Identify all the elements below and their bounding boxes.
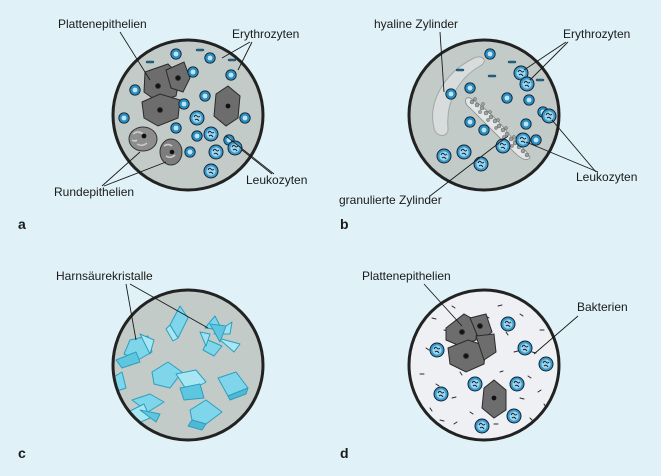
uric-acid-crystals (113, 305, 249, 431)
panel-b-rim (407, 38, 561, 192)
panel-d-rim (407, 288, 561, 442)
panel-c: Harnsäurekristalle c (18, 269, 265, 461)
label-leukocytes-b: Leukozyten (576, 170, 637, 184)
panel-d: Plattenepithelien Bakterien d (340, 269, 628, 461)
panel-letter-d: d (340, 445, 349, 461)
panel-letter-c: c (18, 445, 26, 461)
label-granular-cast: granulierte Zylinder (339, 193, 442, 207)
panel-a-rim (111, 38, 265, 192)
round-epithelium (159, 138, 183, 166)
panel-d-leaders (423, 283, 579, 355)
label-erythrocytes: Erythrozyten (232, 27, 299, 41)
label-erythrocytes-b: Erythrozyten (563, 27, 630, 41)
panel-a-leaders (101, 31, 275, 187)
label-uric-acid: Harnsäurekristalle (56, 269, 153, 283)
panel-a: Plattenepithelien Erythrozyten Rundepith… (18, 17, 307, 232)
round-epithelium (128, 126, 158, 152)
panel-c-leaders (125, 283, 209, 341)
squamous-epithelium-cluster (141, 61, 191, 127)
label-round-epithelia: Rundepithelien (54, 185, 134, 199)
squamous-epithelium-cluster (445, 313, 497, 373)
panel-letter-a: a (18, 216, 26, 232)
squamous-epithelium (481, 379, 507, 419)
panel-c-rim (111, 288, 265, 442)
hyaline-cast (432, 56, 485, 136)
label-squamous: Plattenepithelien (58, 17, 147, 31)
label-squamous-d: Plattenepithelien (362, 269, 451, 283)
label-hyaline-cast: hyaline Zylinder (374, 17, 458, 31)
panel-letter-b: b (340, 216, 349, 232)
panel-b-leaders (429, 31, 599, 197)
squamous-epithelium (213, 85, 241, 127)
label-bacteria: Bakterien (577, 300, 628, 314)
panel-b: hyaline Zylinder Erythrozyten Leukozyten… (339, 17, 637, 232)
label-leukocytes: Leukozyten (246, 173, 307, 187)
